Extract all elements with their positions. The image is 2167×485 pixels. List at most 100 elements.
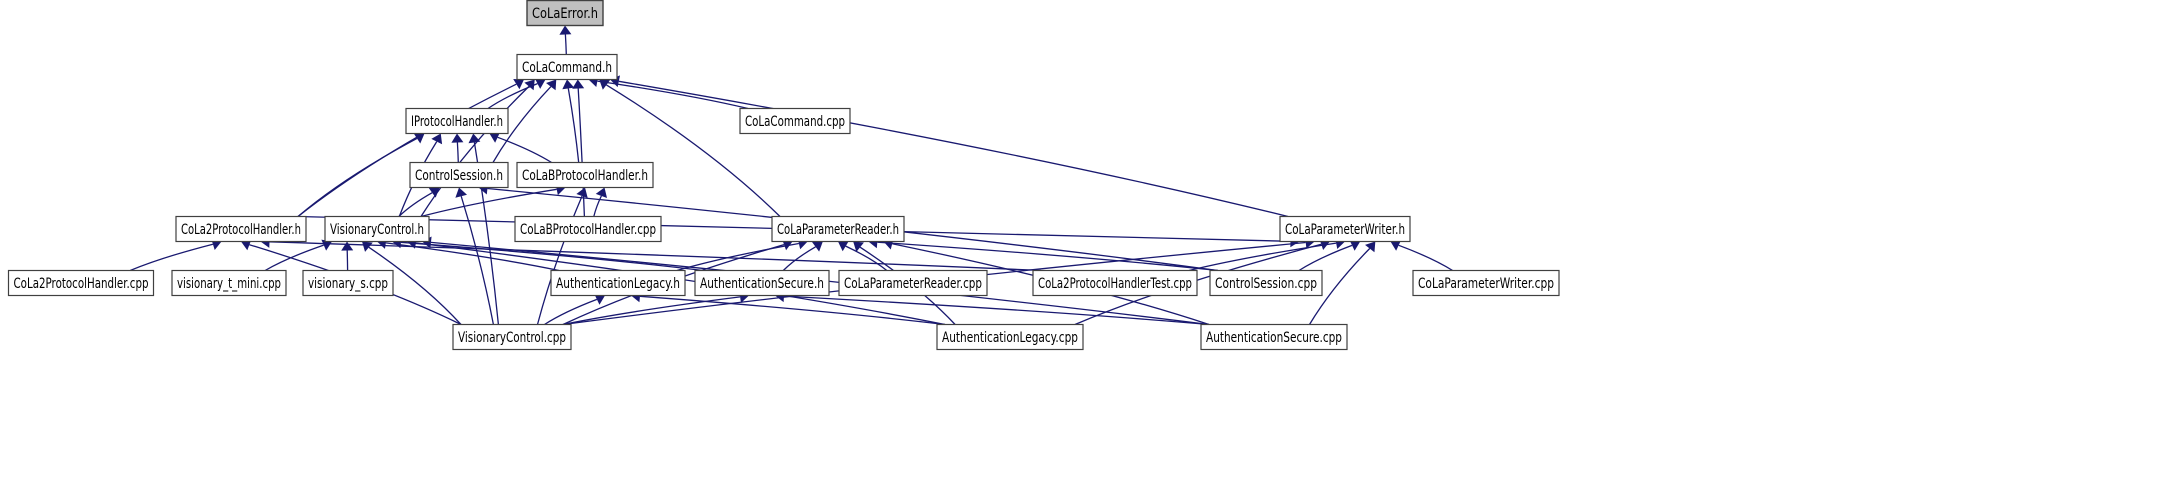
edge-arrowhead [559,25,572,35]
dependency-edge [877,241,1219,272]
edge-arrowhead [513,79,524,90]
node-box[interactable] [838,269,988,297]
node-box[interactable] [324,215,430,243]
dependency-edge [385,242,560,272]
node-box[interactable] [1032,269,1198,297]
edge-arrowhead [1365,241,1376,253]
node-box[interactable] [1200,323,1348,351]
node-box[interactable] [739,107,851,135]
graph-node-controlsession-cpp[interactable]: ControlSession.cpp [1209,269,1323,297]
dependency-edge [497,136,552,164]
node-box[interactable] [514,215,662,243]
edge-arrowhead [428,187,440,198]
dependency-edge [460,196,495,325]
dependency-edge [562,296,741,326]
node-box[interactable] [1412,269,1560,297]
edge-arrowhead [595,187,608,199]
edge-arrowhead [853,241,864,252]
graph-node-cola2protocolhandler-h[interactable]: CoLa2ProtocolHandler.h [175,215,307,243]
graph-node-visionarycontrol-cpp[interactable]: VisionaryControl.cpp [452,323,572,351]
dependency-edge [492,86,552,163]
dependency-edge [1188,242,1337,272]
graph-node-colaparameterwriter-h[interactable]: CoLaParameterWriter.h [1279,215,1411,243]
node-box[interactable] [694,269,830,297]
graph-node-colaparameterwriter-cpp[interactable]: CoLaParameterWriter.cpp [1412,269,1560,297]
dependency-edge [420,188,557,218]
dependency-edge [264,244,324,272]
dependency-edge [606,84,781,217]
dependency-edge [544,298,598,326]
edge-arrowhead [546,79,557,91]
graph-node-cola2protocolhandler-cpp[interactable]: CoLa2ProtocolHandler.cpp [7,269,155,297]
edge-arrowhead [562,79,575,90]
dependency-edge [1298,244,1353,272]
edge-arrowhead [468,133,481,144]
edge-arrowhead [812,241,823,252]
dependency-edge [269,241,1042,272]
dependency-edge [564,34,567,55]
dependency-edge [398,192,433,217]
edge-arrowhead [572,79,585,89]
node-box[interactable] [771,215,905,243]
node-box[interactable] [405,107,509,135]
dependency-edge [618,80,1289,218]
node-box[interactable] [936,323,1084,351]
graph-node-colabprotocolhandler-h[interactable]: CoLaBProtocolHandler.h [516,161,654,189]
graph-node-colabprotocolhandler-cpp[interactable]: CoLaBProtocolHandler.cpp [514,215,662,243]
graph-node-authenticationsecure-h[interactable]: AuthenticationSecure.h [694,269,830,297]
dependency-edge [845,245,888,272]
node-box[interactable] [452,323,572,351]
graph-node-controlsession-h[interactable]: ControlSession.h [409,161,509,189]
dependency-edge [1398,244,1453,272]
graph-node-authenticationsecure-cpp[interactable]: AuthenticationSecure.cpp [1200,323,1348,351]
node-box[interactable] [526,0,604,27]
graph-node-colaparameterreader-cpp[interactable]: CoLaParameterReader.cpp [838,269,988,297]
node-box[interactable] [409,161,509,189]
node-box[interactable] [516,161,654,189]
edge-arrowhead [431,133,443,145]
node-box[interactable] [171,269,287,297]
node-box[interactable] [550,269,686,297]
dependency-edge [297,137,418,217]
dependency-edge [129,243,214,272]
edge-arrowhead [599,79,611,90]
graph-node-colacommand-cpp[interactable]: CoLaCommand.cpp [739,107,851,135]
graph-node-visionary-s-cpp[interactable]: visionary_s.cpp [302,269,394,297]
edge-arrowhead [362,241,373,252]
graph-node-colacommand-h[interactable]: CoLaCommand.h [516,53,618,81]
dependency-edge [567,88,580,163]
dependency-edge [639,295,946,326]
edge-arrowhead [341,241,354,251]
node-box[interactable] [1209,269,1323,297]
dependency-edge [420,85,530,217]
graph-node-iprotocolhandler-h[interactable]: IProtocolHandler.h [405,107,509,135]
node-box[interactable] [1279,215,1411,243]
dependency-edge [368,246,462,325]
graph-node-authenticationlegacy-cpp[interactable]: AuthenticationLegacy.cpp [936,323,1084,351]
edge-arrowhead [489,131,501,143]
node-box[interactable] [7,269,155,297]
node-box[interactable] [175,215,307,243]
edge-arrowhead [594,293,605,305]
graph-node-visionarycontrol-h[interactable]: VisionaryControl.h [324,215,430,243]
dependency-edge [676,242,800,272]
node-box[interactable] [302,269,394,297]
dependency-edge [597,80,749,110]
dependency-edge [1308,248,1371,325]
node-box[interactable] [516,53,618,81]
dependency-edge [577,88,586,217]
graph-node-cola2protocolhandlertest-cpp[interactable]: CoLa2ProtocolHandlerTest.cpp [1032,269,1198,297]
edge-arrowhead [576,187,588,198]
dependency-edge [536,195,583,325]
edge-arrowhead [321,239,332,251]
edge-arrowhead [455,187,468,198]
graph-node-authenticationlegacy-h[interactable]: AuthenticationLegacy.h [550,269,686,297]
edge-arrowhead [1390,239,1402,251]
graph-node-visionary-t-mini-cpp[interactable]: visionary_t_mini.cpp [171,269,287,297]
dependency-edge [783,295,1210,326]
dependency-edge [782,246,816,271]
graph-node-colaparameterreader-h[interactable]: CoLaParameterReader.h [771,215,905,243]
graph-node-colaerror-h[interactable]: CoLaError.h [526,0,604,27]
